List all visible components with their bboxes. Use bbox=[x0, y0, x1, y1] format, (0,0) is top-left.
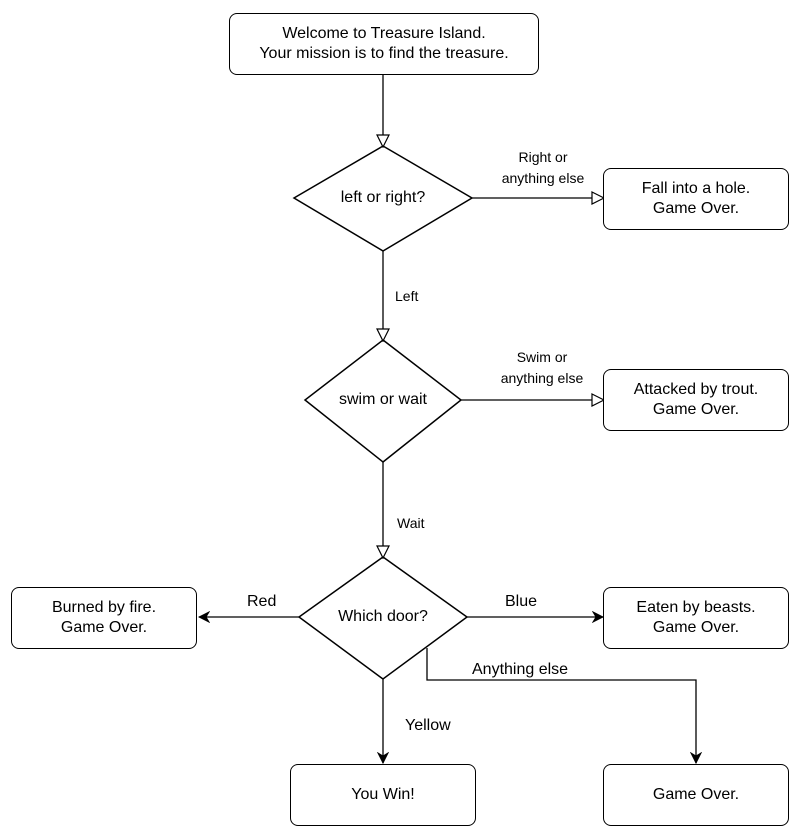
edge-label-yellow: Yellow bbox=[405, 717, 451, 734]
hole-line2: Game Over. bbox=[652, 200, 740, 217]
gameover-box: Game Over. bbox=[603, 764, 789, 826]
arrow-decision3-to-gameover bbox=[426, 648, 696, 763]
start-line1: Welcome to Treasure Island. bbox=[282, 25, 486, 42]
win-box: You Win! bbox=[290, 764, 476, 826]
edge-label-swim-line2: anything else bbox=[500, 370, 584, 386]
decision3-label: Which door? bbox=[338, 608, 428, 625]
beasts-box: Eaten by beasts. Game Over. bbox=[603, 587, 789, 649]
edge-label-red: Red bbox=[247, 593, 277, 610]
decision2-label: swim or wait bbox=[338, 391, 427, 408]
decision1-label: left or right? bbox=[340, 189, 426, 206]
fire-line2: Game Over. bbox=[60, 619, 148, 636]
start-line2: Your mission is to find the treasure. bbox=[259, 45, 509, 62]
edge-label-anything-else: Anything else bbox=[472, 661, 569, 678]
fire-line1: Burned by fire. bbox=[51, 599, 157, 616]
hole-line1: Fall into a hole. bbox=[641, 180, 751, 197]
edge-label-right-line1: Right or bbox=[518, 149, 568, 165]
fire-box: Burned by fire. Game Over. bbox=[11, 587, 197, 649]
win-label: You Win! bbox=[351, 786, 415, 803]
edge-label-blue: Blue bbox=[505, 593, 538, 610]
edge-label-right-line2: anything else bbox=[501, 170, 585, 186]
start-box: Welcome to Treasure Island. Your mission… bbox=[229, 13, 539, 75]
edge-label-swim-line1: Swim or bbox=[516, 349, 568, 365]
edge-label-wait: Wait bbox=[397, 515, 425, 531]
trout-box: Attacked by trout. Game Over. bbox=[603, 369, 789, 431]
hole-box: Fall into a hole. Game Over. bbox=[603, 168, 789, 230]
edge-label-swim-or-else: Swim or anything else bbox=[482, 347, 602, 389]
beasts-line1: Eaten by beasts. bbox=[636, 599, 756, 616]
trout-line1: Attacked by trout. bbox=[633, 381, 759, 398]
edge-label-right-or-else: Right or anything else bbox=[483, 147, 603, 189]
gameover-label: Game Over. bbox=[652, 786, 740, 803]
edge-label-left: Left bbox=[395, 288, 419, 304]
trout-line2: Game Over. bbox=[652, 401, 740, 418]
beasts-line2: Game Over. bbox=[652, 619, 740, 636]
